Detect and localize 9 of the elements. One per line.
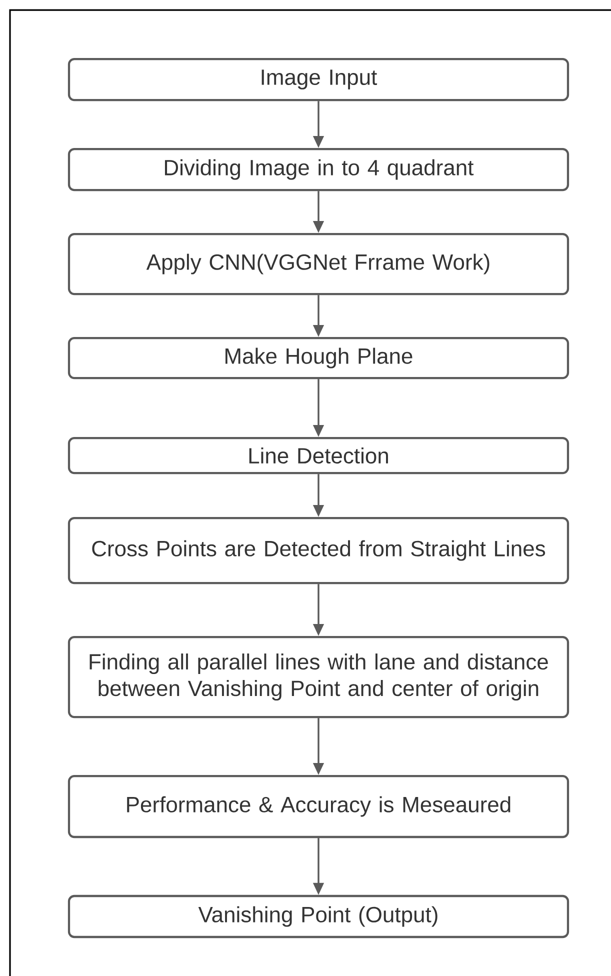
process-box: Line Detection — [68, 436, 570, 474]
process-box: Make Hough Plane — [68, 336, 570, 380]
process-box: Image Input — [68, 58, 570, 102]
process-box: Vanishing Point (Output) — [68, 894, 570, 938]
process-box: Apply CNN(VGGNet Frrame Work) — [68, 232, 570, 296]
process-box: Cross Points are Detected from Straight Lines — [68, 516, 570, 584]
process-box: Performance & Accuracy is Meseaured — [68, 774, 570, 838]
process-box: Dividing Image in to 4 quadrant — [68, 148, 570, 192]
process-box: Finding all parallel lines with lane and distance between Vanishing Point and center of origin — [68, 636, 570, 718]
